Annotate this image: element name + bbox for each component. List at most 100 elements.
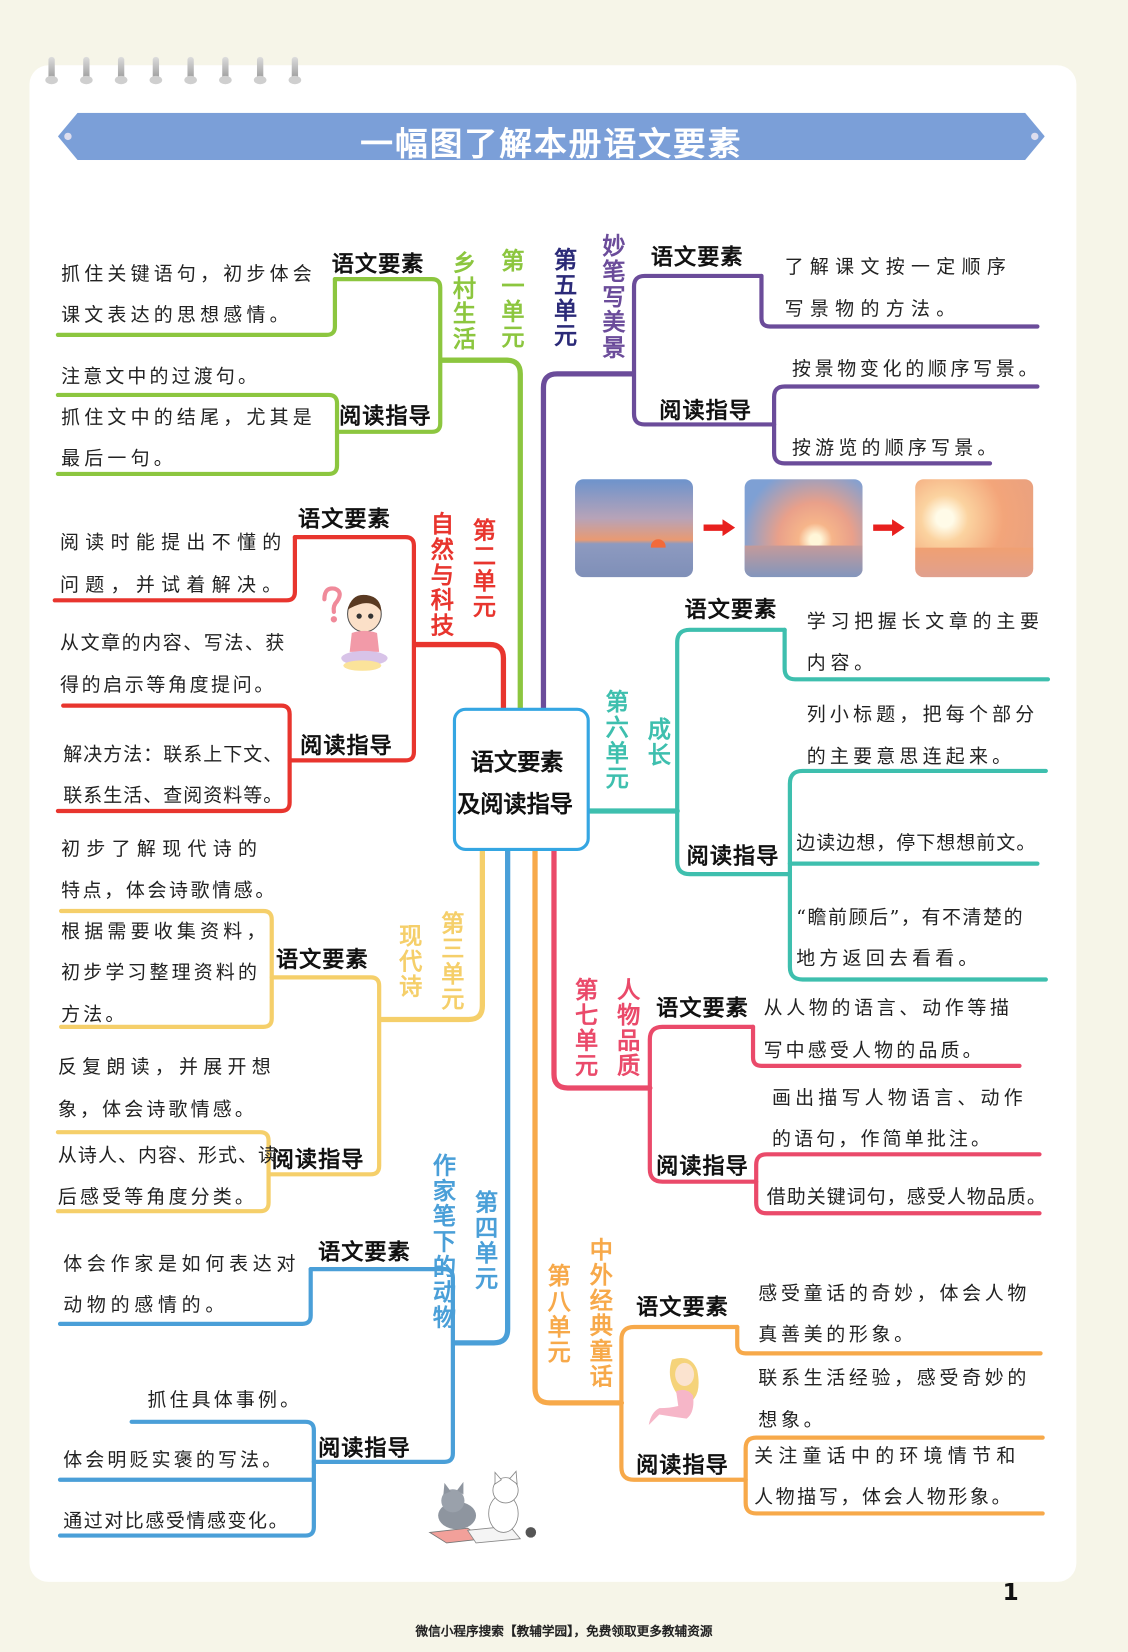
leaf-text: 了解课文按一定顺序 bbox=[784, 255, 1013, 279]
mermaid-illustration bbox=[648, 1357, 699, 1425]
unit-4-number: 第四单元 bbox=[470, 1190, 498, 1292]
leaf-text: 联系生活经验，感受奇妙的 bbox=[758, 1367, 1031, 1390]
unit-3-number: 第三单元 bbox=[437, 911, 464, 1013]
page-number: 1 bbox=[1002, 1579, 1019, 1607]
unit-1-connector-line bbox=[55, 276, 338, 338]
unit-3-connector-line bbox=[378, 846, 485, 1023]
leaf-text: 动物的感情的。 bbox=[63, 1294, 230, 1317]
center-node-line1: 语文要素 bbox=[470, 749, 564, 777]
unit-5-connector-line bbox=[540, 371, 635, 711]
unit-1-theme: 乡村生活 bbox=[448, 250, 475, 352]
branch-label-reading-guide: 阅读指导 bbox=[636, 1452, 729, 1478]
leaf-text: 感受童话的奇妙，体会人物 bbox=[758, 1282, 1031, 1305]
binder-ring-icon bbox=[149, 56, 163, 85]
leaf-text: 问题，并试着解决。 bbox=[60, 573, 288, 597]
unit-5-connector-line bbox=[759, 273, 1040, 329]
binder-ring-icon bbox=[45, 56, 58, 85]
binder-ring-icon bbox=[219, 56, 232, 85]
center-node bbox=[452, 707, 590, 851]
unit-7-connector-line bbox=[754, 1152, 1042, 1216]
leaf-text: 后感受等角度分类。 bbox=[57, 1185, 257, 1209]
binder-ring-icon bbox=[288, 56, 302, 85]
leaf-text: 阅读时能提出不懂的 bbox=[60, 531, 288, 554]
leaf-text: 从文章的内容、写法、获 bbox=[60, 631, 286, 655]
unit-2-connector-line bbox=[287, 535, 417, 763]
unit-4-theme: 作家笔下的动物 bbox=[428, 1153, 455, 1331]
leaf-text: 抓住文中的结尾，尤其是 bbox=[61, 406, 316, 429]
leaf-text: 真善美的形象。 bbox=[758, 1323, 917, 1346]
leaf-text: 象，体会诗歌情感。 bbox=[57, 1098, 257, 1121]
unit-8-connector-line bbox=[619, 1324, 748, 1482]
pin-icon bbox=[1031, 132, 1039, 141]
unit-6-connector-line bbox=[782, 627, 1051, 682]
leaf-text: 的主要意思连起来。 bbox=[806, 745, 1016, 768]
leaf-text: 从诗人、内容、形式、读 bbox=[57, 1144, 279, 1167]
leaf-text: 反复朗读，并展开想 bbox=[57, 1056, 276, 1079]
leaf-text: 写中感受人物的品质。 bbox=[763, 1039, 985, 1062]
unit-4-connector-line bbox=[452, 846, 511, 1346]
unit-7-theme: 人物品质 bbox=[612, 977, 640, 1079]
unit-6-connector-line bbox=[675, 627, 793, 877]
unit-8-number: 第八单元 bbox=[543, 1263, 570, 1365]
pin-icon bbox=[64, 132, 72, 141]
leaf-text: 解决方法：联系上下文、 bbox=[63, 743, 284, 766]
leaf-text: 联系生活、查阅资料等。 bbox=[63, 784, 284, 807]
leaf-text: 画出描写人物语言、动作 bbox=[771, 1086, 1027, 1110]
branch-label-reading-guide: 阅读指导 bbox=[271, 1146, 365, 1173]
unit-3-connector-line bbox=[266, 975, 382, 1177]
leaf-text: 得的启示等角度提问。 bbox=[60, 674, 276, 697]
leaf-text: 特点，体会诗歌情感。 bbox=[61, 879, 277, 902]
unit-1-connector-line bbox=[332, 276, 443, 434]
leaf-text: 初步了解现代诗的 bbox=[61, 838, 264, 861]
branch-label-language-elements: 语文要素 bbox=[331, 251, 425, 277]
leaf-text: 人物描写，体会人物形象。 bbox=[754, 1486, 1014, 1509]
leaf-text: 根据需要收集资料， bbox=[61, 920, 270, 943]
unit-6-connector-line bbox=[787, 768, 1048, 982]
leaf-text: 列小标题，把每个部分 bbox=[806, 703, 1039, 726]
unit-6-number: 第六单元 bbox=[601, 689, 628, 791]
unit-4-connector-line bbox=[57, 1266, 313, 1326]
unit-2-connector-line bbox=[52, 535, 298, 603]
arrow-right-icon bbox=[703, 519, 736, 537]
leaf-text: 课文表达的思想感情。 bbox=[61, 304, 293, 327]
leaf-text: 体会作家是如何表达对 bbox=[63, 1253, 301, 1276]
unit-5-connector-line bbox=[771, 384, 1040, 466]
unit-8-theme: 中外经典童话 bbox=[585, 1237, 612, 1390]
branch-label-reading-guide: 阅读指导 bbox=[300, 733, 393, 759]
leaf-text: 注意文中的过渡句。 bbox=[61, 365, 261, 388]
branch-label-reading-guide: 阅读指导 bbox=[659, 398, 752, 424]
unit-7-connector-line bbox=[551, 846, 653, 1091]
branch-label-reading-guide: 阅读指导 bbox=[686, 843, 780, 869]
binder-ring-icon bbox=[253, 56, 267, 85]
unit-3-connector-line bbox=[58, 908, 274, 1029]
leaf-text: 方法。 bbox=[61, 1003, 128, 1026]
leaf-text: 按景物变化的顺序写景。 bbox=[792, 358, 1042, 381]
sunset-image-3 bbox=[915, 479, 1034, 578]
unit-8-connector-line bbox=[532, 846, 625, 1406]
leaf-text: 初步学习整理资料的 bbox=[61, 961, 261, 984]
unit-1-connector-line bbox=[439, 357, 523, 711]
binder-ring-icon bbox=[80, 56, 93, 85]
boy-illustration bbox=[322, 586, 388, 671]
leaf-text: 写景物的方法。 bbox=[784, 298, 962, 321]
leaf-text: 学习把握长文章的主要 bbox=[806, 610, 1044, 633]
unit-2-theme: 自然与科技 bbox=[426, 511, 453, 639]
unit-5-number: 第五单元 bbox=[549, 247, 577, 349]
footer-note: 微信小程序搜索【教辅学园】，免费领取更多教辅资源 bbox=[415, 1624, 713, 1639]
binder-ring-icon bbox=[184, 56, 197, 85]
unit-5-connector-line bbox=[631, 273, 777, 427]
unit-1-connector-line bbox=[55, 392, 340, 477]
title-banner: 一幅图了解本册语文要素 bbox=[57, 112, 1045, 161]
unit-4-connector-line bbox=[308, 1266, 455, 1464]
page-title: 一幅图了解本册语文要素 bbox=[360, 125, 743, 164]
leaf-text: 最后一句。 bbox=[61, 447, 177, 470]
center-node-line2: 及阅读指导 bbox=[457, 792, 573, 819]
unit-7-number: 第七单元 bbox=[570, 977, 598, 1079]
branch-label-language-elements: 语文要素 bbox=[636, 1294, 729, 1320]
branch-label-reading-guide: 阅读指导 bbox=[339, 403, 432, 429]
leaf-text: 抓住关键语句，初步体会 bbox=[61, 263, 316, 286]
branch-label-language-elements: 语文要素 bbox=[275, 946, 369, 973]
leaf-text: 内容。 bbox=[806, 651, 878, 675]
branch-label-language-elements: 语文要素 bbox=[684, 597, 778, 623]
branch-label-language-elements: 语文要素 bbox=[298, 506, 391, 532]
